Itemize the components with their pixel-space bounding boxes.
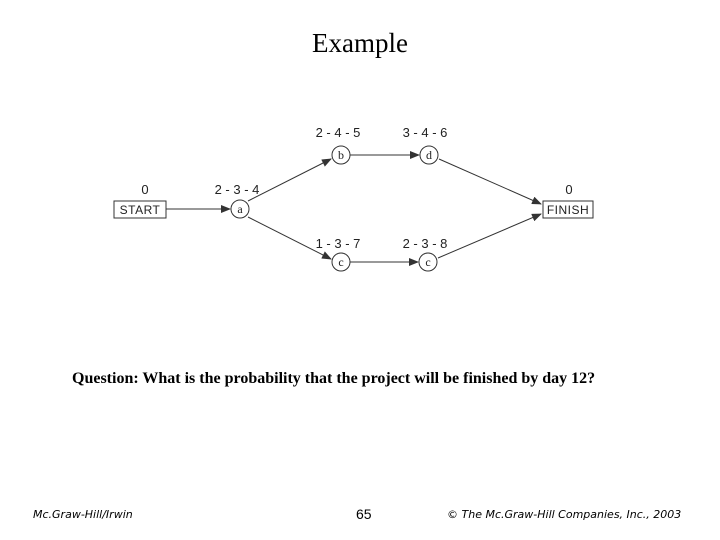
slide-title: Example	[312, 28, 408, 58]
node-b-estimate: 2 - 4 - 5	[316, 125, 361, 140]
node-a-label: a	[237, 202, 243, 216]
start-node: START	[113, 200, 167, 219]
node-c-second-estimate: 2 - 3 - 8	[403, 236, 448, 251]
publisher-footer: Mc.Graw-Hill/Irwin	[33, 508, 133, 521]
edge-a-c1	[247, 216, 332, 260]
node-c-first: c	[331, 252, 351, 272]
node-b-label: b	[338, 148, 344, 162]
node-d-label: d	[426, 148, 432, 162]
finish-estimate: 0	[565, 182, 572, 197]
finish-node: FINISH	[542, 200, 594, 219]
finish-label: FINISH	[547, 203, 589, 217]
node-a-estimate: 2 - 3 - 4	[215, 182, 260, 197]
question-text: Question: What is the probability that t…	[72, 370, 596, 387]
page-number: 65	[356, 506, 372, 522]
edge-d-finish	[438, 158, 542, 205]
node-d: d	[419, 145, 439, 165]
node-c-first-label: c	[338, 255, 343, 269]
node-c-first-estimate: 1 - 3 - 7	[316, 236, 361, 251]
node-b: b	[331, 145, 351, 165]
edge-a-b	[247, 158, 332, 202]
start-estimate: 0	[141, 182, 148, 197]
node-a: a	[230, 199, 250, 219]
copyright-footer: © The Mc.Graw-Hill Companies, Inc., 2003	[447, 508, 682, 521]
node-d-estimate: 3 - 4 - 6	[403, 125, 448, 140]
edge-c2-finish	[437, 213, 542, 259]
node-c-second-label: c	[425, 255, 430, 269]
start-label: START	[120, 203, 161, 217]
node-c-second: c	[418, 252, 438, 272]
